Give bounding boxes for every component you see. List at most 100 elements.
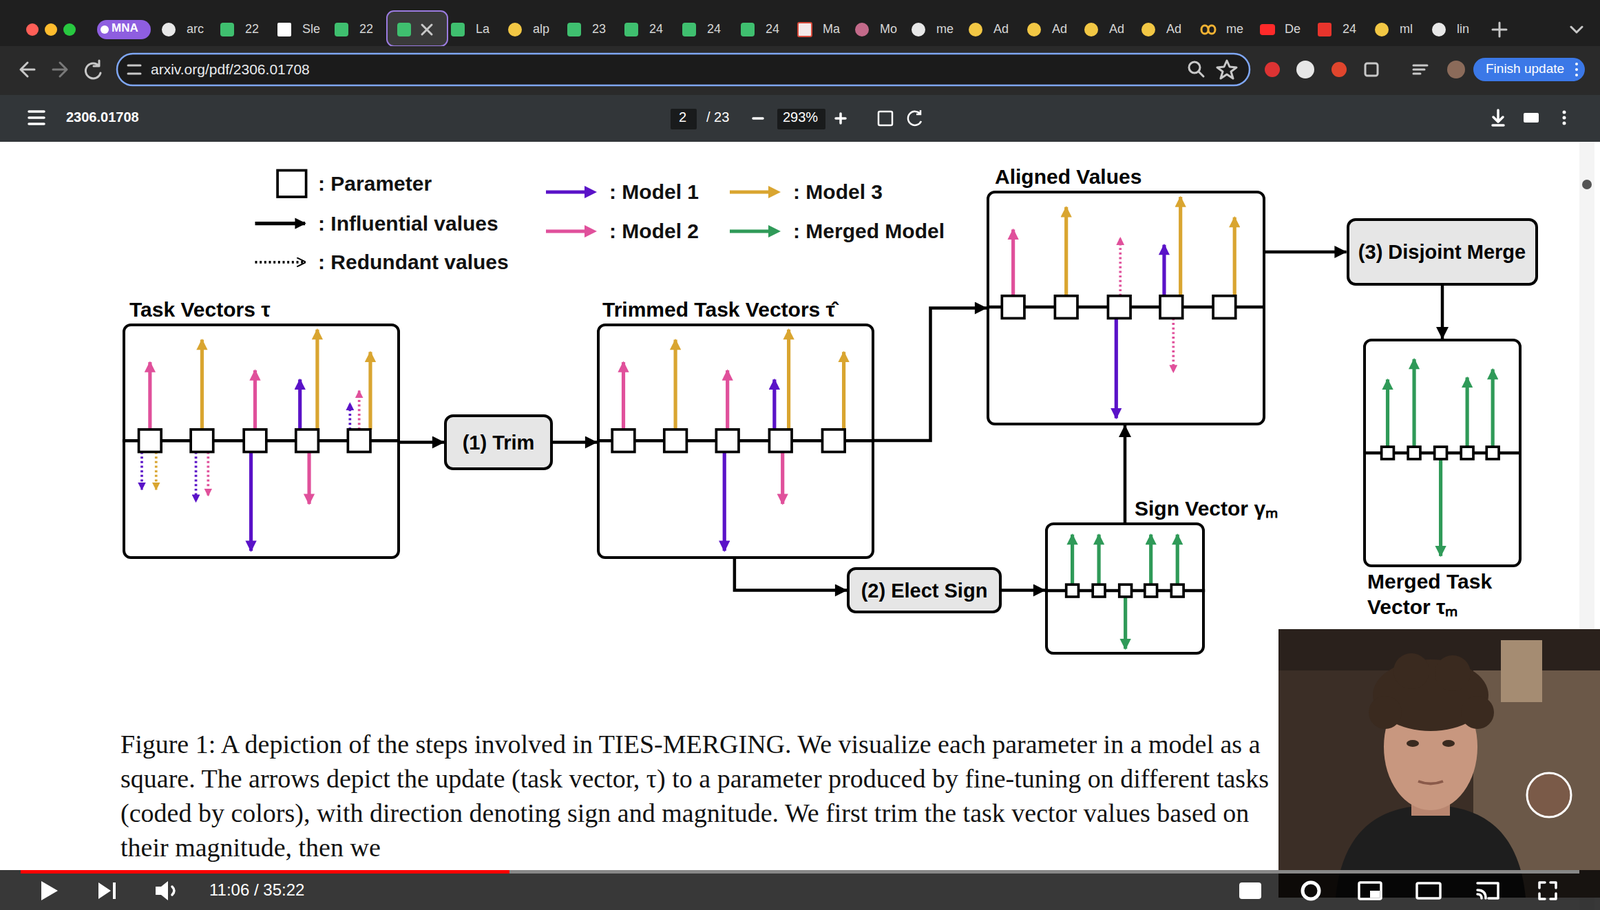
trimmed-vector-arrows	[772, 379, 776, 430]
merged-vector-arrows	[1491, 369, 1495, 447]
tab-icon	[334, 22, 349, 37]
tab-bar	[44, 23, 58, 36]
aligned-value-arrows	[1107, 296, 1131, 319]
tab-icon	[220, 22, 235, 37]
merged-vector-arrows	[1385, 379, 1390, 447]
task-vector-arrows	[122, 329, 400, 552]
task-vector-arrows	[307, 452, 311, 505]
video-controls	[1539, 882, 1556, 900]
task-vector-arrows	[315, 329, 319, 430]
tab-bar	[97, 19, 151, 40]
task-vector-arrows	[298, 379, 302, 430]
panel-heading: Task Vectors τ	[129, 297, 271, 323]
sign-vector-arrows	[1175, 534, 1180, 586]
tab-title: alp	[532, 22, 550, 38]
tab-title: 24	[1342, 22, 1357, 38]
aligned-value-arrows	[1213, 296, 1236, 319]
tab-title: 23	[592, 22, 606, 38]
legend-arrow-swatch	[543, 182, 600, 202]
task-vector-arrows	[190, 429, 214, 453]
pdf-toolbar	[28, 111, 45, 124]
sign-vector-arrows	[1097, 534, 1101, 586]
trimmed-vector-arrows	[780, 452, 785, 505]
page-number: 2	[678, 108, 687, 126]
toolbar	[128, 65, 141, 74]
tab-icon	[1027, 22, 1041, 37]
legend-arrow-swatch	[727, 182, 784, 202]
tab-icon	[450, 22, 465, 37]
task-vector-arrows	[358, 391, 361, 430]
tab-title: me	[1226, 22, 1244, 38]
process-box: (2) Elect Sign	[846, 567, 1002, 614]
tab-bar	[422, 24, 432, 35]
process-box: (3) Disjoint Merge	[1346, 218, 1539, 286]
trimmed-vector-arrows	[786, 329, 791, 430]
toolbar	[1198, 71, 1204, 77]
trimmed-vector-arrows	[664, 429, 688, 453]
aligned-value-arrows	[1160, 296, 1183, 319]
tab-pill-label: MNA	[111, 21, 139, 36]
sign-vector-arrows	[1070, 534, 1075, 586]
tab-icon	[855, 22, 869, 37]
panel-heading: Aligned Values	[994, 164, 1142, 190]
sign-vector-arrows	[1045, 534, 1206, 650]
pdf-toolbar	[0, 95, 1600, 142]
tab-icon	[1317, 22, 1332, 37]
video-controls	[509, 870, 1580, 874]
sign-vector-arrows	[1144, 584, 1158, 597]
pdf-toolbar	[878, 111, 893, 126]
toolbar	[117, 53, 1250, 86]
pdf-toolbar	[1492, 110, 1504, 126]
legend-arrow-shaft	[545, 229, 588, 234]
trimmed-vector-panel: Trimmed Task Vectors τ̂	[596, 323, 875, 560]
tab-bar	[100, 25, 109, 34]
tab-icon	[1374, 22, 1389, 37]
sign-vector-arrows	[1092, 584, 1105, 597]
video-controls	[1477, 883, 1499, 899]
pdf-toolbar	[908, 110, 922, 126]
aligned-value-arrows	[1001, 296, 1025, 319]
aligned-value-arrows	[1162, 245, 1166, 297]
trimmed-vector-arrows	[612, 429, 635, 453]
pdf-file-name: 2306.01708	[66, 108, 140, 126]
tab-title: 24	[707, 22, 721, 38]
tab-title: 24	[765, 22, 780, 38]
tab-title: Ad	[993, 22, 1009, 38]
tab-icon	[1432, 22, 1446, 37]
aligned-value-arrows	[1114, 318, 1119, 418]
webcam-video	[1460, 696, 1494, 730]
webcam-video	[1278, 629, 1600, 898]
webcam-video	[1406, 740, 1419, 747]
legend-text: : Influential values	[318, 211, 499, 237]
webcam-video	[1368, 696, 1402, 730]
task-vector-arrows	[148, 362, 152, 430]
legend-arrow-swatch	[727, 221, 784, 241]
legend-arrow-head	[768, 225, 781, 238]
webcam-video	[1527, 773, 1572, 818]
toolbar	[1331, 61, 1347, 78]
trimmed-vector-arrows	[769, 429, 792, 453]
legend-samples	[255, 221, 306, 226]
tab-icon	[1141, 22, 1156, 37]
aligned-value-arrows	[1233, 217, 1237, 297]
legend-arrow-swatch	[543, 221, 600, 241]
aligned-value-arrows	[1064, 207, 1068, 297]
toolbar	[1447, 60, 1466, 79]
tab-icon	[567, 22, 582, 37]
tab-icon	[161, 22, 176, 37]
toolbar	[1413, 65, 1428, 74]
video-controls	[172, 886, 175, 896]
merged-vector-arrows	[1486, 446, 1499, 460]
trimmed-vector-arrows	[722, 452, 727, 552]
toolbar	[1575, 62, 1578, 66]
tab-icon	[624, 22, 639, 37]
task-vector-arrows	[194, 452, 198, 503]
webcam-video	[1442, 740, 1455, 747]
scrollbar	[1582, 179, 1592, 190]
tab-title: 24	[649, 22, 663, 38]
legend-text: : Redundant values	[318, 249, 509, 275]
flow-arrow	[400, 440, 445, 445]
pdf-toolbar	[835, 113, 846, 124]
pdf-toolbar	[1562, 116, 1567, 120]
tab-bar	[26, 23, 39, 36]
